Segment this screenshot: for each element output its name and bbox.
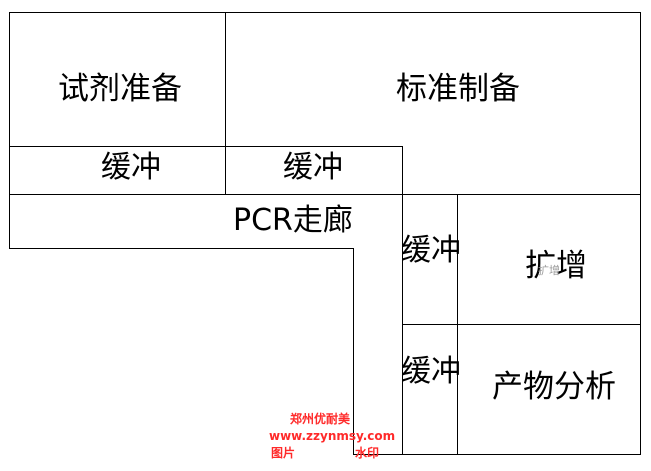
ghost-amp-text: 扩增 xyxy=(538,264,560,277)
room-buffer-1: 缓冲 xyxy=(101,150,161,185)
room-buffer-3: 缓冲 xyxy=(401,233,461,268)
room-buffer-4: 缓冲 xyxy=(401,354,461,389)
room-amplification: 扩增 xyxy=(525,248,587,284)
room-product-analysis: 产物分析 xyxy=(492,369,616,405)
room-buffer-2: 缓冲 xyxy=(283,150,343,185)
room-pcr-corridor: PCR走廊 xyxy=(233,203,353,238)
room-reagent-prep: 试剂准备 xyxy=(58,71,182,107)
watermark-line-3-right: 水印 xyxy=(355,446,380,460)
room-standard-prep: 标准制备 xyxy=(396,71,520,107)
watermark-line-2: www.zzynmsy.com xyxy=(269,429,396,443)
watermark-line-3-left: 图片 xyxy=(271,446,296,460)
watermark-line-1: 郑州优耐美 xyxy=(290,412,351,426)
